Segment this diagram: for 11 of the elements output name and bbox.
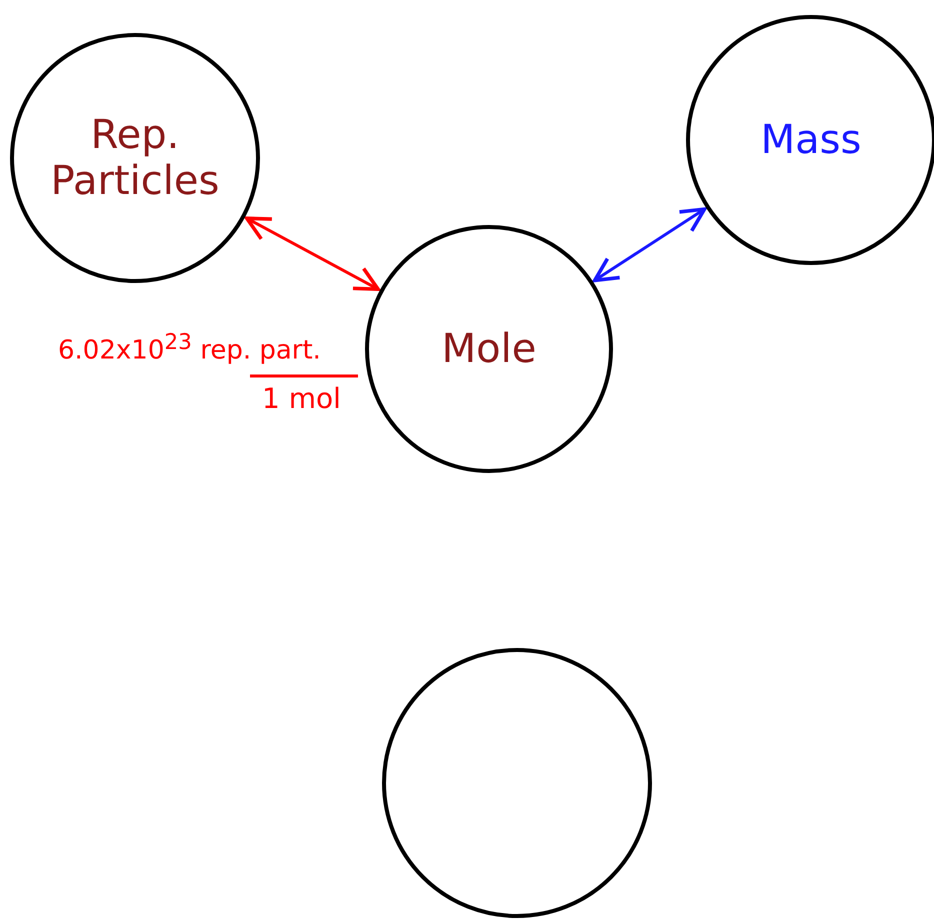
concept-label: Mole: [442, 326, 536, 372]
double-arrow: [244, 216, 380, 291]
double-arrow: [592, 207, 706, 282]
concept-circle: [10, 33, 260, 283]
empty-circle: [382, 648, 652, 918]
edge-label: 6.02x10$^{23}$ rep. part.: [58, 330, 321, 366]
concept-label: Mass: [760, 117, 862, 163]
unit-label: 1 mol: [262, 382, 341, 415]
concept-circle: [686, 15, 934, 265]
concept-label: Rep. Particles: [50, 112, 220, 204]
concept-circle: [365, 225, 613, 473]
